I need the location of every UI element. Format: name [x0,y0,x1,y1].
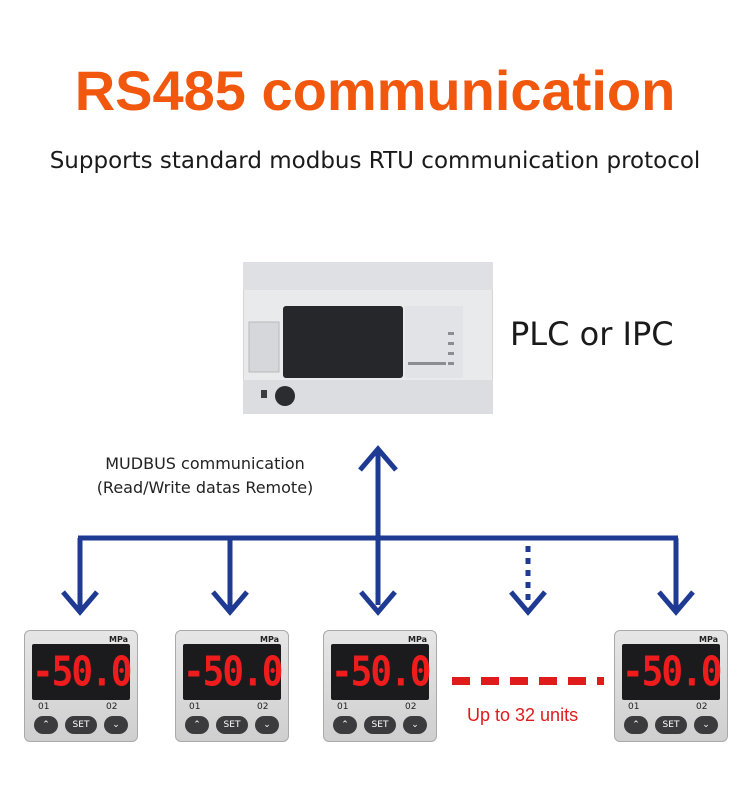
up-chevron-icon: ⌃ [34,716,58,734]
gauge-display: -50.0 [183,644,283,700]
up-chevron-icon: ⌃ [333,716,357,734]
pressure-gauge-3: MPa -50.0 01 02 ⌃ SET ⌄ [323,630,437,742]
channel-1-label: 01 [189,702,201,712]
set-button: SET [216,716,248,734]
channel-2-label: 02 [257,702,269,712]
up-chevron-icon: ⌃ [185,716,209,734]
channel-1-label: 01 [337,702,349,712]
gauge-unit: MPa [698,635,718,644]
gauge-value: -50.0 [622,648,722,697]
down-chevron-icon: ⌄ [255,716,279,734]
down-arrow-icon [657,590,695,616]
gauge-value: -50.0 [32,648,132,697]
gauge-display: -50.0 [32,644,132,700]
gauge-unit: MPa [108,635,128,644]
units-label: Up to 32 units [467,705,579,725]
communication-label-line2: (Read/Write datas Remote) [96,478,314,497]
communication-label: MUDBUS communication (Read/Write datas R… [60,452,350,500]
down-chevron-icon: ⌄ [694,716,718,734]
down-arrow-icon [359,590,397,616]
pressure-gauge-1: MPa -50.0 01 02 ⌃ SET ⌄ [24,630,138,742]
gauge-display: -50.0 [331,644,431,700]
communication-label-line1: MUDBUS communication [105,454,305,473]
gauge-value: -50.0 [331,648,431,697]
page-title: RS485 communication [74,59,676,122]
pressure-gauge-4: MPa -50.0 01 02 ⌃ SET ⌄ [614,630,728,742]
channel-1-label: 01 [628,702,640,712]
channel-2-label: 02 [405,702,417,712]
set-button: SET [364,716,396,734]
gauge-unit: MPa [407,635,427,644]
set-button: SET [655,716,687,734]
up-arrow-icon [358,445,398,472]
page-subtitle: Supports standard modbus RTU communicati… [49,148,701,174]
up-chevron-icon: ⌃ [624,716,648,734]
channel-2-label: 02 [106,702,118,712]
pressure-gauge-2: MPa -50.0 01 02 ⌃ SET ⌄ [175,630,289,742]
channel-1-label: 01 [38,702,50,712]
gauge-display: -50.0 [622,644,722,700]
set-button: SET [65,716,97,734]
channel-2-label: 02 [696,702,708,712]
down-arrow-icon [509,590,547,616]
plc-device [243,262,493,414]
down-arrow-icon [61,590,99,616]
plc-label: PLC or IPC [510,315,674,353]
down-chevron-icon: ⌄ [104,716,128,734]
down-chevron-icon: ⌄ [403,716,427,734]
gauge-value: -50.0 [183,648,283,697]
down-arrow-icon [211,590,249,616]
gauge-unit: MPa [259,635,279,644]
